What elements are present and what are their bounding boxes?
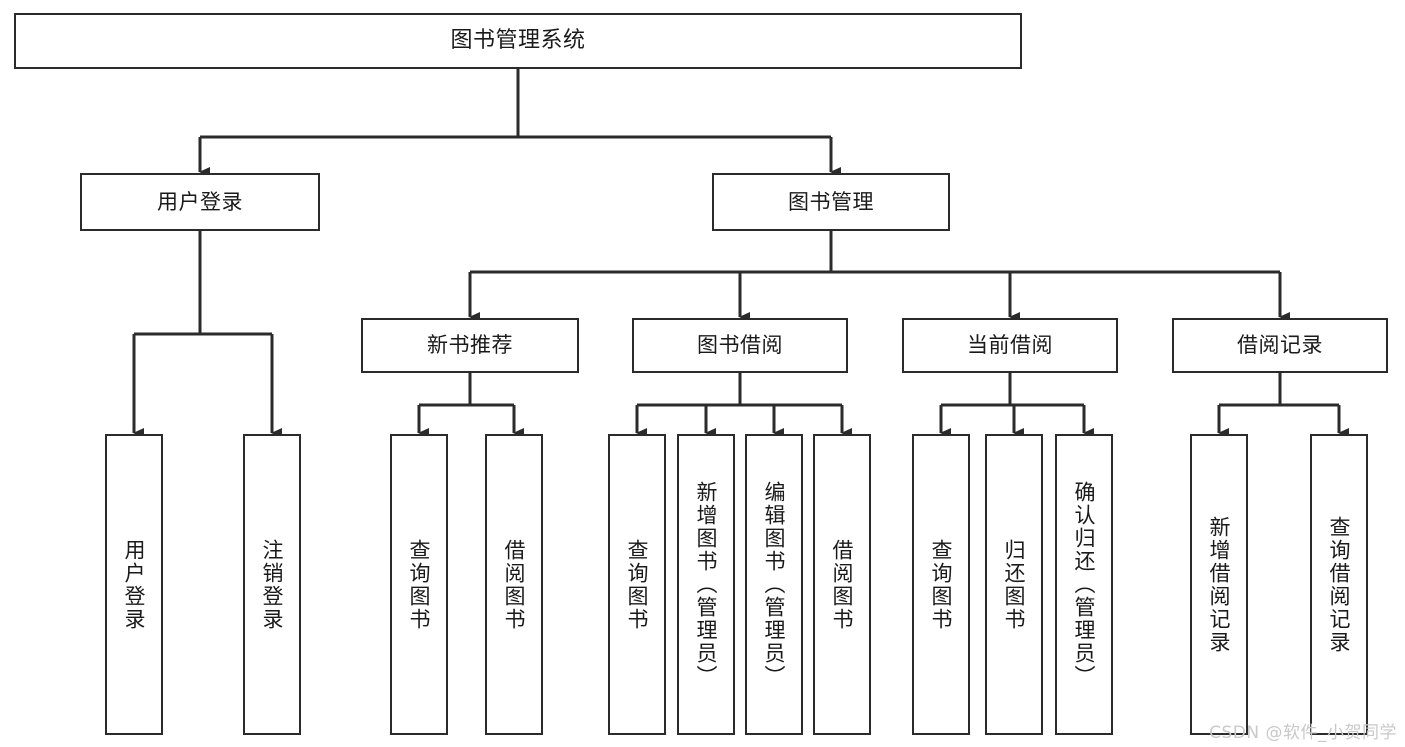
node-leaf-rec-2[interactable]: 查询借阅记录 [1310, 434, 1368, 735]
node-label: 新增借阅记录 [1207, 515, 1232, 654]
node-label: 确认归还（管理员） [1072, 481, 1097, 688]
node-leaf-borrow-3[interactable]: 编辑图书（管理员） [745, 434, 803, 735]
node-label: 图书借阅 [697, 333, 783, 358]
node-leaf-cur-3[interactable]: 确认归还（管理员） [1055, 434, 1113, 735]
node-leaf-new-2[interactable]: 借阅图书 [485, 434, 543, 735]
node-label: 新书推荐 [427, 333, 513, 358]
node-label: 当前借阅 [967, 333, 1053, 358]
node-leaf-borrow-2[interactable]: 新增图书（管理员） [677, 434, 735, 735]
node-label: 查询图书 [625, 538, 650, 631]
node-bookmgmt[interactable]: 图书管理 [712, 173, 950, 231]
node-leaf-borrow-1[interactable]: 查询图书 [608, 434, 666, 735]
node-label: 用户登录 [157, 189, 243, 214]
node-current[interactable]: 当前借阅 [902, 318, 1118, 373]
node-leaf-borrow-4[interactable]: 借阅图书 [813, 434, 871, 735]
node-label: 借阅图书 [830, 538, 855, 631]
csdn-watermark: CSDN @软件_小贺同学 [1209, 723, 1397, 743]
node-leaf-rec-1[interactable]: 新增借阅记录 [1190, 434, 1248, 735]
node-label: 图书管理 [788, 189, 874, 214]
node-label: 图书管理系统 [450, 28, 586, 54]
node-login[interactable]: 用户登录 [80, 173, 320, 231]
node-label: 用户登录 [122, 538, 147, 631]
node-root[interactable]: 图书管理系统 [14, 13, 1022, 69]
node-label: 借阅图书 [502, 538, 527, 631]
node-leaf-login-1[interactable]: 用户登录 [105, 434, 163, 735]
node-records[interactable]: 借阅记录 [1172, 318, 1388, 373]
node-borrow[interactable]: 图书借阅 [632, 318, 848, 373]
node-label: 编辑图书（管理员） [762, 481, 787, 688]
node-label: 新增图书（管理员） [694, 481, 719, 688]
node-leaf-new-1[interactable]: 查询图书 [390, 434, 448, 735]
node-label: 注销登录 [260, 538, 285, 631]
node-label: 归还图书 [1002, 538, 1027, 631]
node-leaf-cur-2[interactable]: 归还图书 [985, 434, 1043, 735]
node-label: 查询图书 [929, 538, 954, 631]
node-leaf-cur-1[interactable]: 查询图书 [912, 434, 970, 735]
node-label: 查询借阅记录 [1327, 515, 1352, 654]
node-leaf-login-2[interactable]: 注销登录 [243, 434, 301, 735]
node-label: 借阅记录 [1237, 333, 1323, 358]
node-label: 查询图书 [407, 538, 432, 631]
node-newbook[interactable]: 新书推荐 [361, 318, 579, 373]
